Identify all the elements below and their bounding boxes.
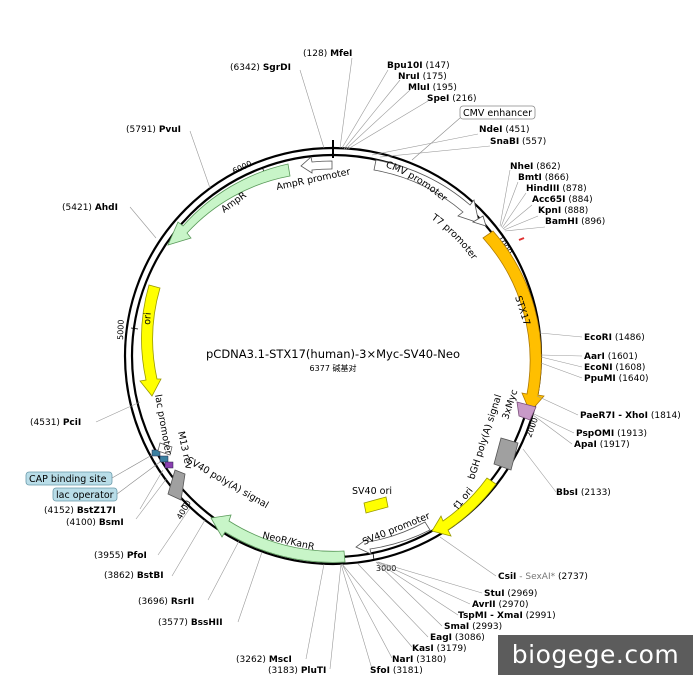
m13-rev-box[interactable]	[164, 461, 174, 469]
sv40-polya-label: SV40 poly(A) signal	[185, 455, 271, 511]
site-label-apai: ApaI (1917)	[574, 440, 630, 450]
site-label-eagi: EagI (3086)	[430, 633, 485, 643]
sv40-polya-box[interactable]	[167, 469, 186, 501]
watermark: biogege.com	[498, 635, 693, 675]
lac-operator-leader	[116, 461, 161, 495]
t7-promoter-arrow[interactable]	[472, 215, 487, 227]
site-label-sfoi: SfoI (3181)	[370, 666, 423, 676]
tick-label-3000: 3000	[376, 564, 396, 573]
site-label-acc65i: Acc65I (884)	[532, 195, 593, 205]
tick-label-5000: 5000	[116, 319, 126, 340]
site-label-bstbi: (3862) BstBI	[104, 571, 164, 581]
site-label-bpu10i: Bpu10I (147)	[387, 61, 450, 71]
site-label-ecori: EcoRI (1486)	[584, 333, 645, 343]
plasmid-size: 6377 碱基对	[310, 363, 357, 373]
ampr-promoter-arrow[interactable]	[300, 156, 333, 174]
site-label-paer7i-xhoi: PaeR7I - XhoI (1814)	[580, 411, 681, 421]
cmv-enhancer-label: CMV enhancer	[463, 108, 532, 119]
site-label-snabi: SnaBI (557)	[490, 137, 546, 147]
site-label-bmti: BmtI (866)	[518, 173, 569, 183]
site-label-bbsi: BbsI (2133)	[556, 488, 611, 498]
neor-kanr-arrow[interactable]	[210, 514, 346, 563]
site-label-bsmi: (4100) BsmI	[66, 518, 124, 528]
cap-site-box[interactable]	[151, 449, 161, 457]
site-label-kasi: KasI (3179)	[412, 644, 467, 654]
site-label-rsrii: (3696) RsrII	[138, 597, 194, 607]
site-label-hindiii: HindIII (878)	[526, 184, 587, 194]
site-label-bstz17i: (4152) BstZ17I	[44, 506, 116, 516]
plasmid-name: pCDNA3.1-STX17(human)-3×Myc-SV40-Neo	[206, 347, 460, 361]
site-label-sgrdi: (6342) SgrDI	[230, 63, 291, 73]
site-label-csii: CsiI - SexAI* (2737)	[498, 572, 588, 582]
site-label-nhei: NheI (862)	[510, 162, 560, 172]
site-label-pfoi: (3955) PfoI	[94, 551, 147, 561]
site-label-avrii: AvrII (2970)	[472, 600, 528, 610]
ori-arrow[interactable]	[139, 284, 162, 397]
site-label-ahdi: (5421) AhdI	[62, 203, 118, 213]
cmv-enhancer-callout	[459, 105, 536, 120]
cap-binding-leader	[111, 454, 153, 479]
site-label-kpni: KpnI (888)	[538, 206, 588, 216]
site-label-ndei: NdeI (451)	[479, 125, 530, 135]
site-label-pluti: (3183) PluTI	[268, 666, 326, 676]
sv40-ori-box[interactable]	[363, 496, 389, 514]
bgh-polya-box[interactable]	[493, 437, 519, 471]
ori-label: ori	[142, 312, 154, 325]
site-label-pcii: (4531) PciI	[30, 418, 81, 428]
site-label-spei: SpeI (216)	[427, 94, 476, 104]
ampr-arrow[interactable]	[167, 163, 291, 246]
site-label-stui: StuI (2969)	[484, 589, 537, 599]
site-label-mlui: MluI (195)	[408, 83, 457, 93]
cap-binding-label: CAP binding site	[29, 474, 107, 485]
site-label-bsshii: (3577) BssHII	[158, 618, 223, 628]
site-marker	[518, 237, 525, 241]
site-label-msci: (3262) MscI	[236, 655, 292, 665]
site-label-nrui: NruI (175)	[398, 72, 447, 82]
f1-ori-arrow[interactable]	[431, 477, 497, 537]
cap-binding-callout	[25, 471, 113, 486]
site-label-nari: NarI (3180)	[392, 655, 446, 665]
site-label-pvui: (5791) PvuI	[126, 125, 181, 135]
m13-rev-label: M13 rev	[175, 430, 194, 470]
site-label-aari: AarI (1601)	[584, 352, 638, 362]
sv40-promoter-arrow[interactable]	[355, 521, 431, 555]
lac-promoter-label: lac promoter	[152, 394, 173, 456]
stx17-arrow[interactable]	[482, 230, 545, 413]
tick-label-2000: 2000	[524, 416, 539, 438]
site-label-pspomi: PspOMI (1913)	[576, 429, 647, 439]
lac-operator-box[interactable]	[159, 455, 169, 463]
site-label-econi: EcoNI (1608)	[584, 363, 645, 373]
site-label-bamhi: BamHI (896)	[545, 217, 605, 227]
lac-operator-label: lac operator	[56, 490, 114, 501]
lac-promoter-arrow[interactable]	[157, 442, 173, 456]
site-label-smai: SmaI (2993)	[444, 622, 502, 632]
site-leaders	[95, 57, 583, 670]
lac-operator-callout	[52, 487, 118, 502]
site-label-ppumi: PpuMI (1640)	[584, 374, 649, 384]
myc-tag-arrow[interactable]	[516, 401, 537, 421]
site-label-mfei: (128) MfeI	[303, 49, 352, 59]
bgh-label: bGH poly(A) signal	[466, 393, 504, 481]
site-label-tspmi-xmai: TspMI - XmaI (2991)	[458, 611, 556, 621]
tick-label-4000: 4000	[175, 499, 193, 521]
sv40-ori-label: SV40 ori	[352, 486, 392, 497]
